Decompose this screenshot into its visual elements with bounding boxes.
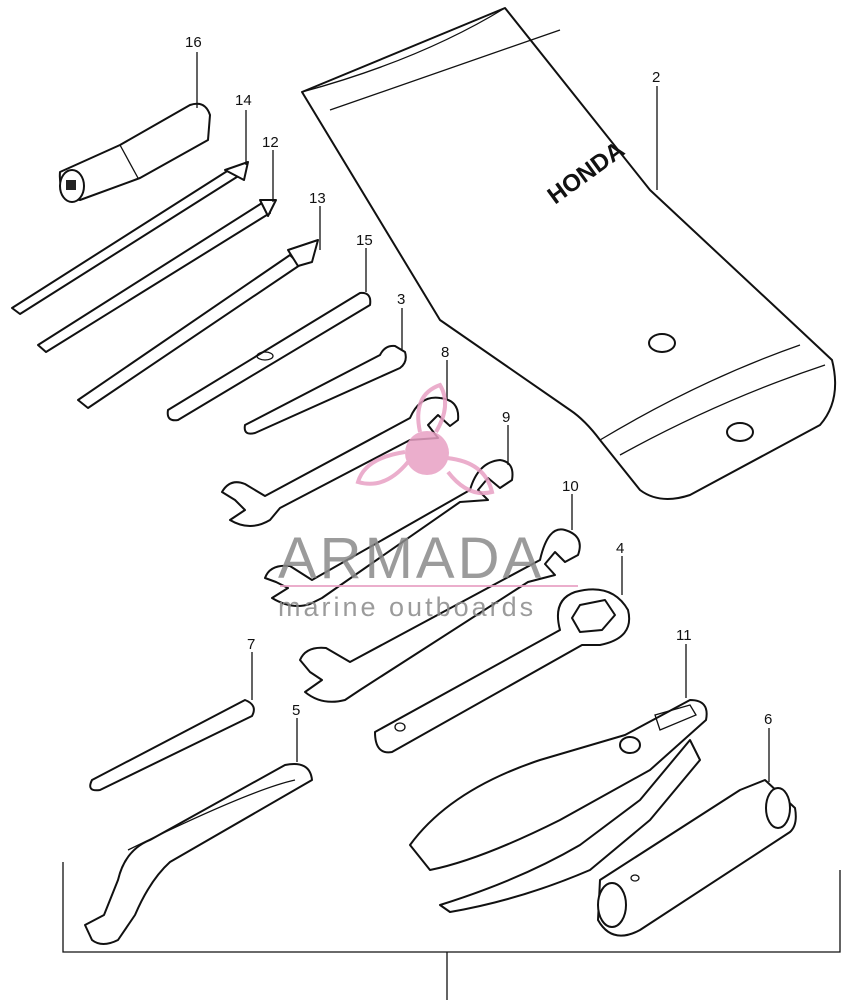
screwdriver-blade-12 (37, 199, 277, 353)
callout-12: 12 (262, 134, 279, 151)
callout-13: 13 (309, 190, 326, 207)
watermark: ARMADA marine outboards (278, 382, 578, 622)
callout-3: 3 (397, 291, 405, 308)
screwdriver-blade-14 (11, 161, 249, 315)
watermark-name: ARMADA (278, 526, 544, 591)
callout-8: 8 (441, 344, 449, 361)
phillips-screwdriver (77, 239, 319, 409)
open-end-wrench-9 (264, 459, 514, 607)
callout-6: 6 (764, 711, 772, 728)
leader-lines (196, 52, 770, 782)
pliers (409, 699, 708, 913)
callout-5: 5 (292, 702, 300, 719)
callout-4: 4 (616, 540, 624, 557)
open-end-wrench-10 (299, 528, 581, 703)
box-wrench (374, 588, 631, 754)
callout-7: 7 (247, 636, 255, 653)
tool-bag: HONDA (301, 7, 837, 500)
callout-11: 11 (676, 627, 692, 644)
callout-9: 9 (502, 409, 510, 426)
flat-strip (89, 699, 255, 792)
small-wrench (243, 344, 407, 435)
socket-wrench (597, 779, 797, 937)
propeller-logo-icon (355, 382, 495, 495)
assembly-bracket (62, 862, 841, 1000)
callout-15: 15 (356, 232, 373, 249)
flat-gauge (166, 291, 372, 422)
screwdriver-handle (58, 102, 211, 203)
pin-spanner (84, 763, 313, 945)
open-end-wrench-8 (221, 396, 460, 527)
callout-labels: 16 14 12 13 15 3 8 9 10 4 2 7 5 11 6 (185, 34, 772, 728)
callout-16: 16 (185, 34, 202, 51)
watermark-tagline: marine outboards (278, 592, 536, 622)
callout-10: 10 (562, 478, 579, 495)
callout-2: 2 (652, 69, 660, 86)
callout-14: 14 (235, 92, 252, 109)
